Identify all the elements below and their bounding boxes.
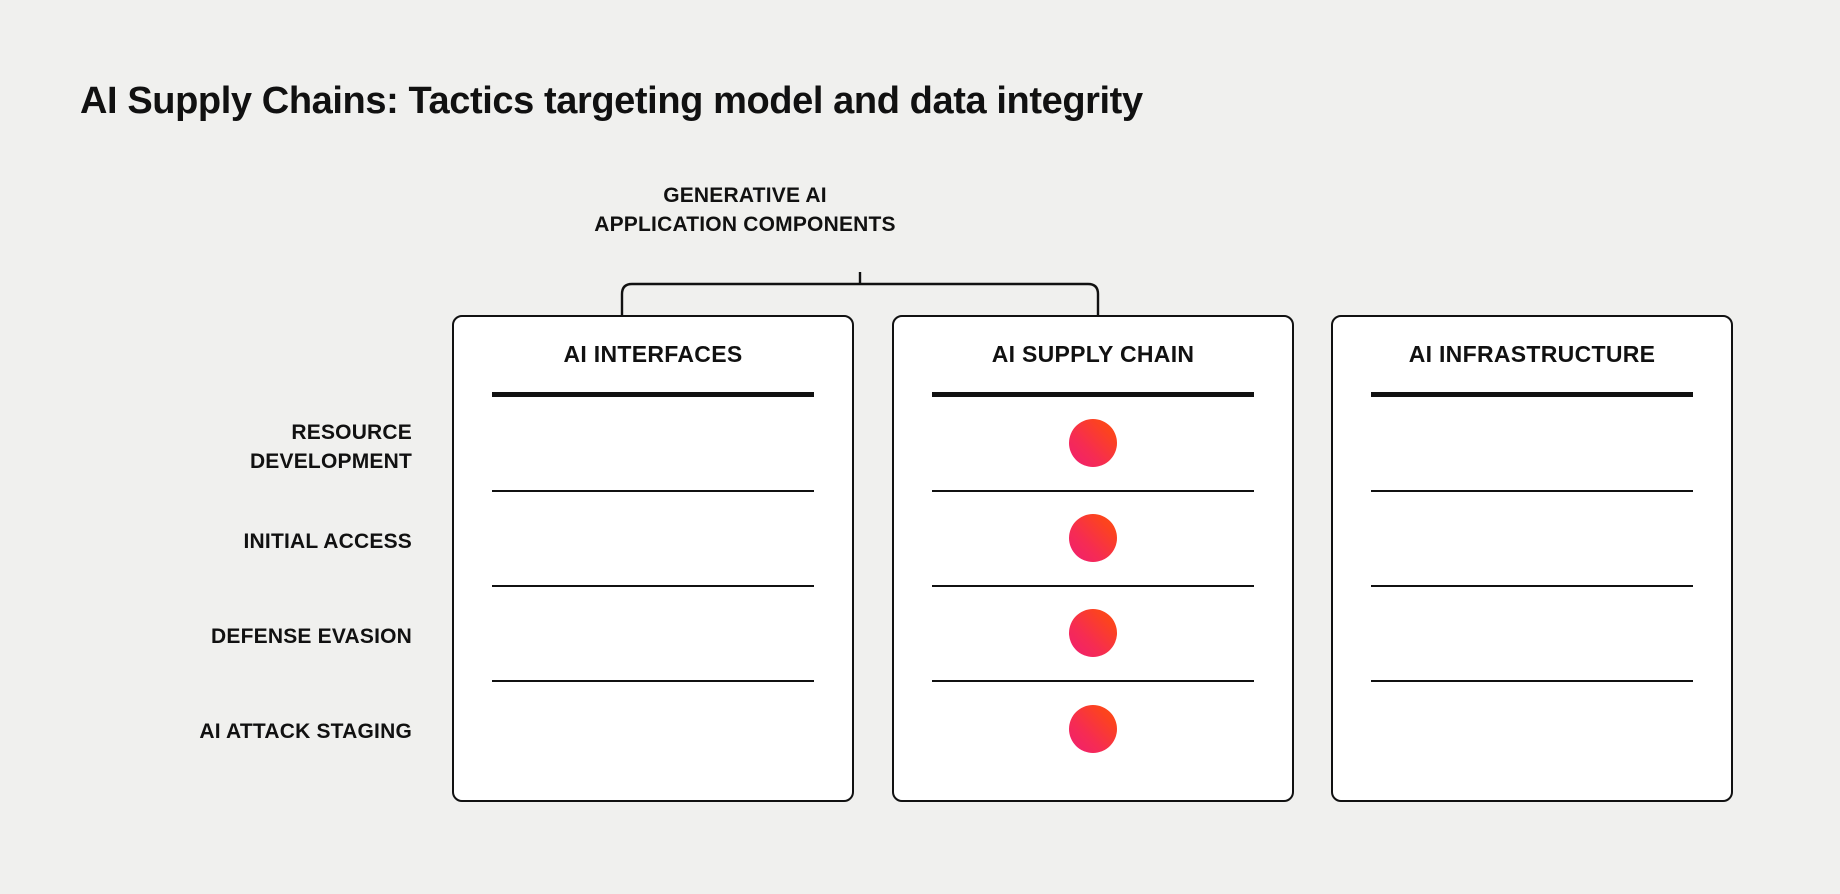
row-label-ai-attack-staging: AI ATTACK STAGING xyxy=(40,685,412,780)
bracket-label-line-2: APPLICATION COMPONENTS xyxy=(594,212,896,236)
status-dot xyxy=(1508,514,1556,562)
bracket-group-label: GENERATIVE AI APPLICATION COMPONENTS xyxy=(520,182,970,240)
cell-supply-chain-defense-evasion[interactable] xyxy=(932,587,1254,682)
grouping-bracket-icon xyxy=(620,272,1100,318)
row-label-line-1: INITIAL ACCESS xyxy=(243,530,412,554)
cell-interfaces-initial-access[interactable] xyxy=(492,492,814,587)
cell-interfaces-resource-development[interactable] xyxy=(492,397,814,492)
status-dot xyxy=(629,705,677,753)
column-card-ai-supply-chain[interactable]: AI SUPPLY CHAIN xyxy=(892,315,1294,802)
status-dot xyxy=(1508,609,1556,657)
row-label-line-1: DEFENSE EVASION xyxy=(211,625,412,649)
row-label-resource-development: RESOURCE DEVELOPMENT xyxy=(40,400,412,495)
status-dot xyxy=(1069,705,1117,753)
column-title-rule xyxy=(1371,392,1693,397)
column-title: AI INTERFACES xyxy=(563,341,743,367)
column-title: AI INFRASTRUCTURE xyxy=(1408,341,1656,367)
cell-infrastructure-defense-evasion[interactable] xyxy=(1371,587,1693,682)
cell-infrastructure-resource-development[interactable] xyxy=(1371,397,1693,492)
cell-infrastructure-ai-attack-staging[interactable] xyxy=(1371,682,1693,777)
column-title-rule xyxy=(932,392,1254,397)
status-dot xyxy=(1069,514,1117,562)
cell-interfaces-ai-attack-staging[interactable] xyxy=(492,682,814,777)
row-label-line-1: RESOURCE xyxy=(291,421,412,445)
column-cells xyxy=(932,397,1254,777)
page-title: AI Supply Chains: Tactics targeting mode… xyxy=(80,80,1143,122)
column-card-ai-interfaces[interactable]: AI INTERFACES xyxy=(452,315,854,802)
row-label-column: RESOURCE DEVELOPMENT INITIAL ACCESS DEFE… xyxy=(40,400,412,780)
column-card-ai-infrastructure[interactable]: AI INFRASTRUCTURE xyxy=(1331,315,1733,802)
cell-supply-chain-ai-attack-staging[interactable] xyxy=(932,682,1254,777)
cell-supply-chain-resource-development[interactable] xyxy=(932,397,1254,492)
row-label-initial-access: INITIAL ACCESS xyxy=(40,495,412,590)
status-dot xyxy=(629,609,677,657)
status-dot xyxy=(1069,609,1117,657)
column-title-rule xyxy=(492,392,814,397)
row-label-line-2: DEVELOPMENT xyxy=(249,449,412,473)
column-title: AI SUPPLY CHAIN xyxy=(991,341,1195,367)
row-label-line-1: AI ATTACK STAGING xyxy=(199,720,412,744)
status-dot xyxy=(1508,705,1556,753)
status-dot xyxy=(629,419,677,467)
cell-supply-chain-initial-access[interactable] xyxy=(932,492,1254,587)
column-cells xyxy=(1371,397,1693,777)
status-dot xyxy=(1508,419,1556,467)
cell-infrastructure-initial-access[interactable] xyxy=(1371,492,1693,587)
column-cells xyxy=(492,397,814,777)
bracket-label-line-1: GENERATIVE AI xyxy=(663,184,827,207)
row-label-defense-evasion: DEFENSE EVASION xyxy=(40,590,412,685)
cell-interfaces-defense-evasion[interactable] xyxy=(492,587,814,682)
status-dot xyxy=(629,514,677,562)
status-dot xyxy=(1069,419,1117,467)
